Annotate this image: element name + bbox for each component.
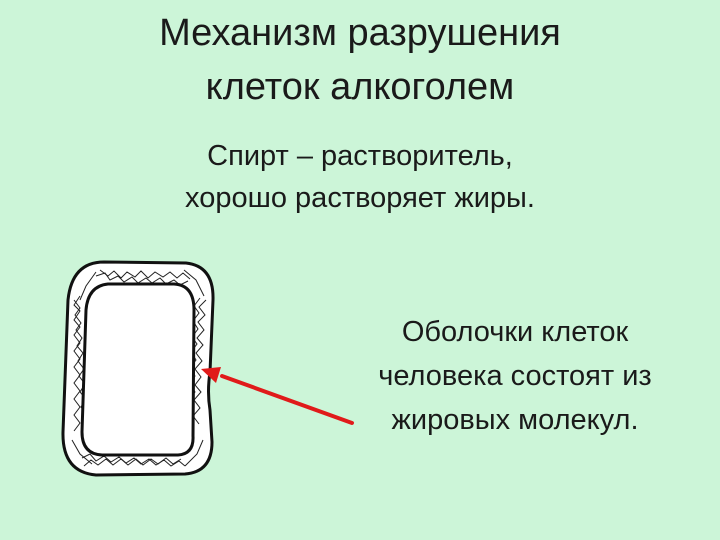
caption: Оболочки клеток человека состоят из жиро… xyxy=(310,310,720,442)
caption-line-2: человека состоят из xyxy=(378,360,652,392)
cell-inner-membrane xyxy=(80,282,196,457)
title-line-2: клеток алкоголем xyxy=(205,66,515,108)
title-line-1: Механизм разрушения xyxy=(159,12,561,54)
slide-subtitle: Спирт – растворитель, хорошо растворяет … xyxy=(60,135,660,219)
pointer-arrow-shaft xyxy=(220,374,354,425)
caption-line-1: Оболочки клеток xyxy=(401,316,629,348)
caption-line-3: жировых молекул. xyxy=(391,404,639,436)
pointer-arrow-head xyxy=(201,367,221,383)
subtitle-line-2: хорошо растворяет жиры. xyxy=(185,182,535,214)
subtitle-line-1: Спирт – растворитель, xyxy=(207,140,513,172)
slide-title: Механизм разрушения клеток алкоголем xyxy=(60,6,660,114)
